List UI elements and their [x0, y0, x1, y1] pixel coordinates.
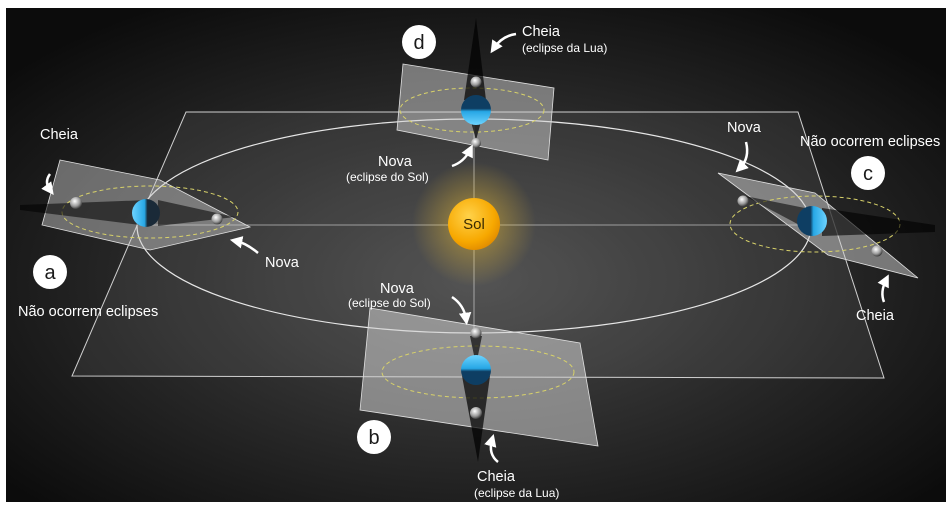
moon-full-d: [470, 76, 482, 88]
label-full-d: Cheia: [522, 24, 561, 40]
badge-b-circle: [357, 420, 391, 454]
position-c: Nova Não ocorrem eclipses c Cheia: [717, 120, 940, 324]
moon-new-d: [471, 138, 481, 148]
earth-a: [132, 199, 160, 227]
label-full-sub-b: (eclipse da Lua): [474, 486, 559, 500]
earth-d: [461, 95, 491, 125]
label-full-a: Cheia: [40, 127, 79, 143]
badge-d-circle: [402, 25, 436, 59]
label-new-sub-b: (eclipse do Sol): [348, 296, 431, 310]
shadow-cone-a-left: [20, 200, 148, 226]
moon-full-b: [470, 407, 482, 419]
arrow-full-b: [484, 433, 499, 463]
arrow-new-a: [229, 236, 259, 254]
moon-new-b: [470, 327, 482, 339]
label-full-b: Cheia: [477, 469, 516, 485]
label-new-b: Nova: [380, 281, 415, 297]
eclipse-note-a: Não ocorrem eclipses: [18, 304, 158, 320]
earth-c: [797, 206, 827, 236]
moon-new-a: [211, 213, 223, 225]
sun: [448, 198, 500, 250]
badge-a: a: [44, 262, 56, 284]
arrow-new-b: [451, 295, 472, 326]
arrow-full-c: [877, 274, 889, 303]
label-new-d: Nova: [378, 154, 413, 170]
badge-c: c: [863, 163, 873, 185]
lunar-orbit-d: [399, 87, 545, 133]
eclipse-note-c: Não ocorrem eclipses: [800, 134, 940, 150]
label-full-c: Cheia: [856, 308, 895, 324]
position-b: Nova (eclipse do Sol) Cheia (eclipse da …: [348, 281, 599, 500]
moon-new-c: [737, 195, 749, 207]
shadow-cone-c-right: [822, 208, 935, 236]
arrow-new-c: [735, 141, 749, 173]
badge-a-circle: [33, 255, 67, 289]
position-a: Cheia Nova a Não ocorrem eclipses: [18, 127, 300, 320]
shadow-cone-a-right: [158, 200, 235, 226]
moon-full-a: [70, 197, 82, 209]
sun-label: Sol: [463, 216, 485, 233]
arrow-full-a: [41, 173, 54, 196]
moon-full-c: [871, 245, 883, 257]
badge-b: b: [368, 427, 379, 449]
label-full-sub-d: (eclipse da Lua): [522, 41, 607, 55]
position-d: d Cheia (eclipse da Lua) Nova (eclipse d…: [346, 18, 607, 184]
label-new-a: Nova: [265, 255, 300, 271]
arrow-new-d: [451, 144, 473, 168]
label-new-c: Nova: [727, 120, 762, 136]
label-new-sub-d: (eclipse do Sol): [346, 170, 429, 184]
shadow-cone-c-left: [745, 196, 805, 228]
arrow-full-d: [490, 32, 517, 54]
badge-d: d: [413, 32, 424, 54]
shadow-cone-b-top: [470, 336, 482, 365]
badge-c-circle: [851, 156, 885, 190]
earth-b: [461, 355, 491, 385]
